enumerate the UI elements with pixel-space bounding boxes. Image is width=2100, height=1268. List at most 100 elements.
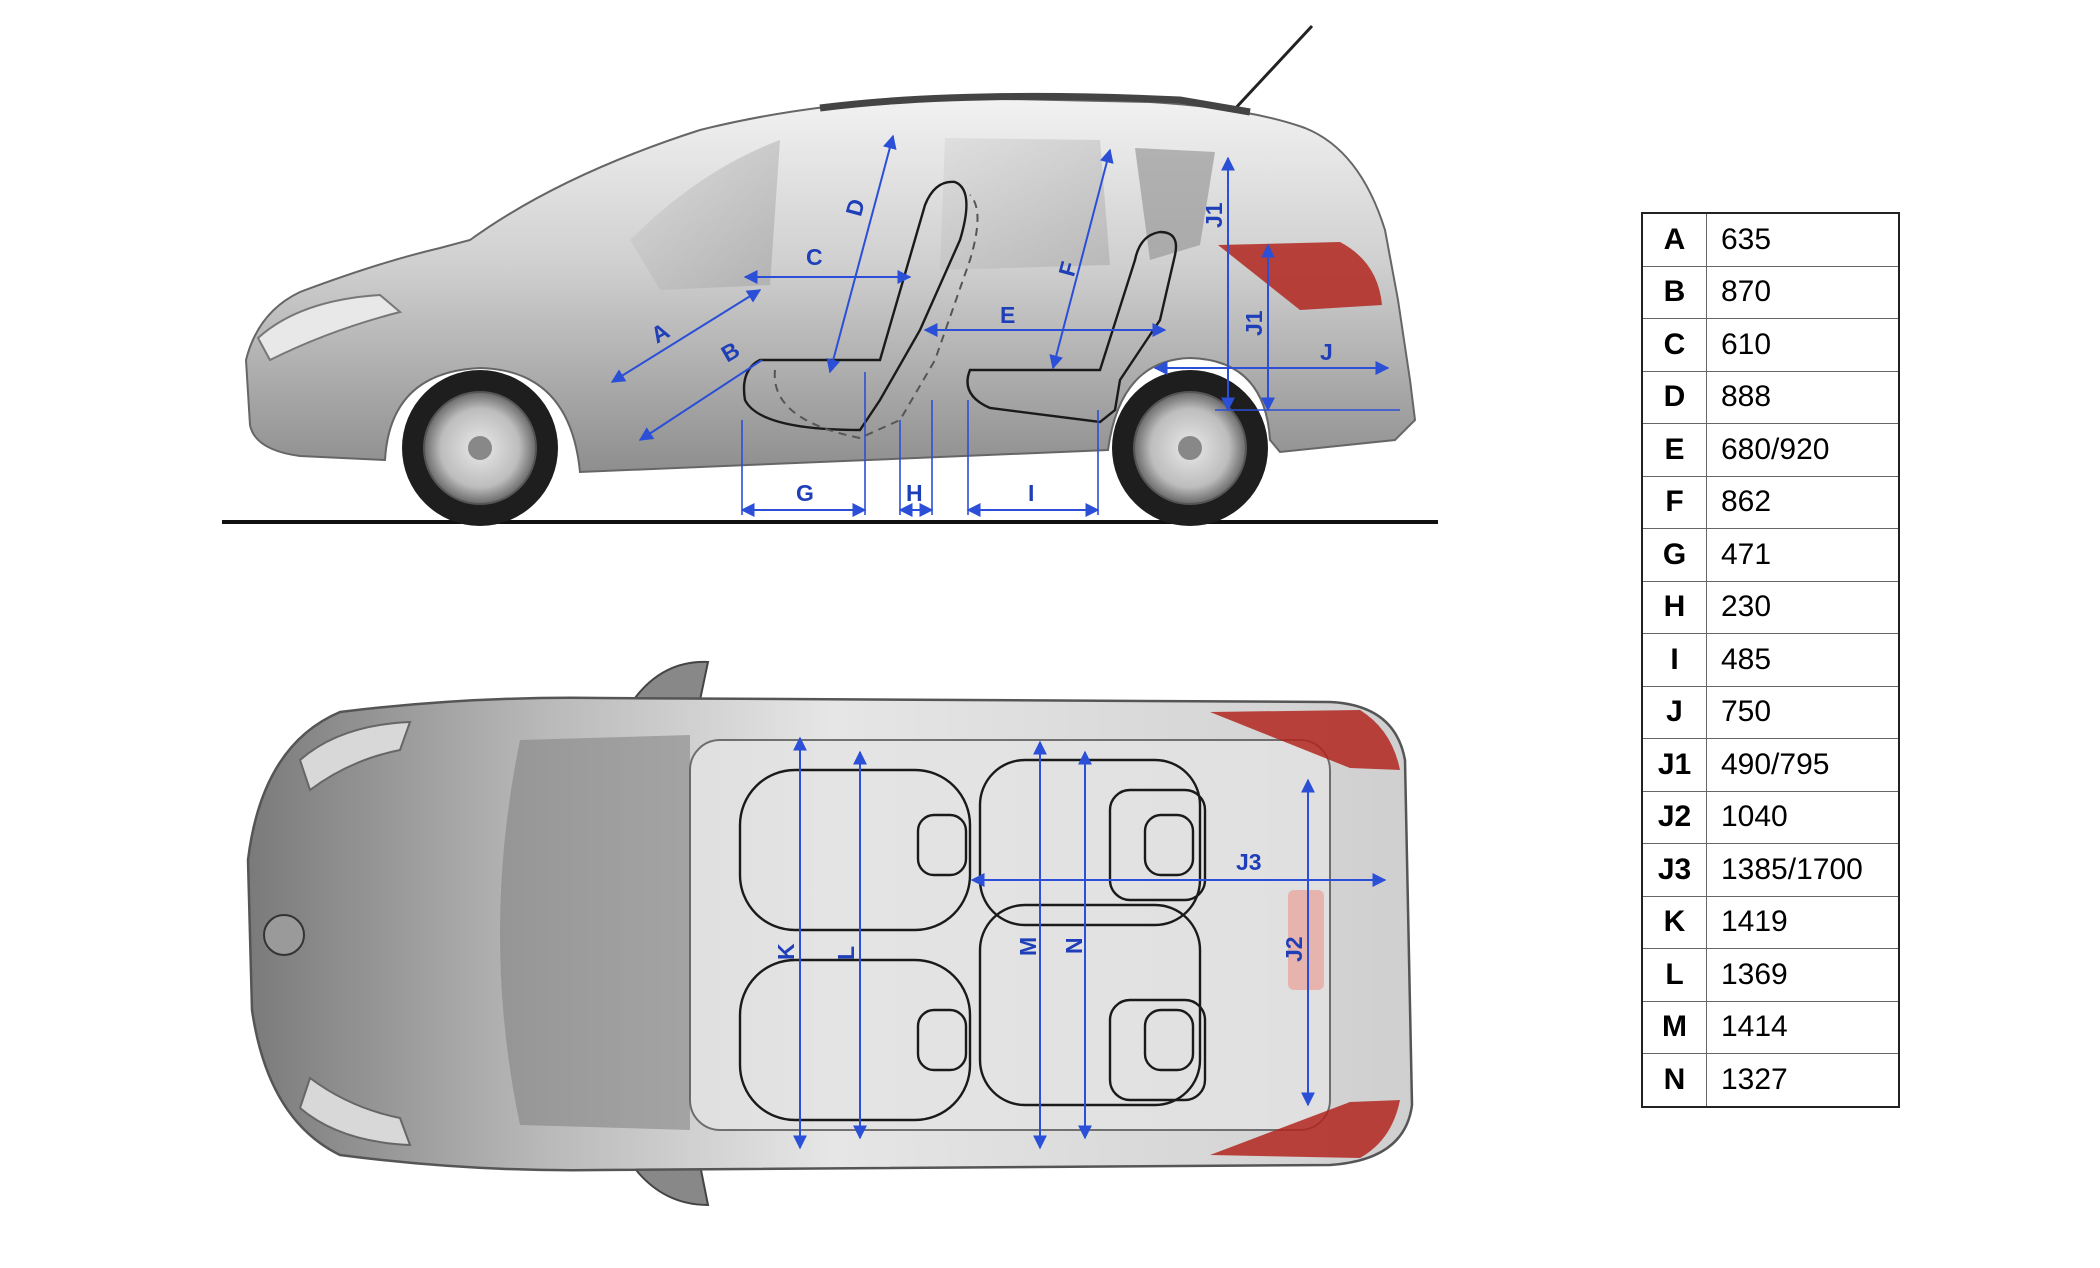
front-wheel xyxy=(402,370,558,526)
dimension-value: 862 xyxy=(1706,475,1900,529)
headrest-front-right xyxy=(916,1008,968,1072)
side-view: A B C D E F G H I J J1 J1 xyxy=(222,24,1438,526)
dimension-code: J2 xyxy=(1641,790,1707,844)
label-j1-rear: J1 xyxy=(1241,310,1267,336)
dimension-value: 471 xyxy=(1706,528,1900,582)
dim-line-f xyxy=(1049,148,1114,370)
dimension-code: L xyxy=(1641,948,1707,1002)
dimension-code: D xyxy=(1641,370,1707,424)
dimension-value: 870 xyxy=(1706,265,1900,319)
windshield xyxy=(500,735,690,1130)
dimension-value: 1385/1700 xyxy=(1706,843,1900,897)
label-d: D xyxy=(840,196,869,219)
dimension-value: 1327 xyxy=(1706,1053,1900,1107)
dimension-code: K xyxy=(1641,895,1707,949)
label-j3: J3 xyxy=(1236,849,1262,875)
dimension-code: G xyxy=(1641,528,1707,582)
label-j2: J2 xyxy=(1281,936,1307,962)
brand-logo-icon xyxy=(263,914,305,956)
rear-wheel xyxy=(1112,370,1268,526)
mirror-bottom xyxy=(628,1160,710,1207)
dimension-value: 485 xyxy=(1706,633,1900,687)
dimension-value: 680/920 xyxy=(1706,423,1900,477)
label-j1-front: J1 xyxy=(1201,202,1227,228)
front-window xyxy=(630,140,780,290)
label-c: C xyxy=(806,244,823,270)
dimension-code: J xyxy=(1641,685,1707,739)
dim-line-d xyxy=(826,134,897,374)
front-seat-outline xyxy=(742,180,968,432)
antenna xyxy=(1230,24,1314,114)
label-g: G xyxy=(796,480,814,506)
label-k: K xyxy=(773,943,799,960)
dimension-value: 230 xyxy=(1706,580,1900,634)
dimension-code: A xyxy=(1641,212,1707,267)
dimension-code: I xyxy=(1641,633,1707,687)
side-headlight xyxy=(256,293,403,362)
dim-line-b xyxy=(638,359,763,441)
dimension-code: H xyxy=(1641,580,1707,634)
top-headlight-lower xyxy=(298,1076,412,1147)
label-f: F xyxy=(1053,259,1082,279)
dimension-code: J3 xyxy=(1641,843,1707,897)
dimension-value: 888 xyxy=(1706,370,1900,424)
top-taillight-upper xyxy=(1210,710,1400,770)
dimension-value: 1414 xyxy=(1706,1000,1900,1054)
label-m: M xyxy=(1015,937,1041,956)
label-n: N xyxy=(1061,937,1087,954)
seat-rear-center-low xyxy=(1108,998,1207,1102)
dimension-value: 635 xyxy=(1706,212,1900,267)
dimension-code: E xyxy=(1641,423,1707,477)
roof-rail xyxy=(819,92,1251,116)
roof-panel xyxy=(689,739,1331,1131)
dimension-value: 490/795 xyxy=(1706,738,1900,792)
label-e: E xyxy=(1000,302,1015,328)
label-l: L xyxy=(833,946,859,960)
dimension-value: 1419 xyxy=(1706,895,1900,949)
dimension-value: 610 xyxy=(1706,318,1900,372)
dimension-value: 1040 xyxy=(1706,790,1900,844)
dimension-value: 1369 xyxy=(1706,948,1900,1002)
seat-rear-center xyxy=(1108,788,1207,902)
front-seat-dashed xyxy=(773,194,979,440)
mirror-top xyxy=(628,660,710,707)
label-j: J xyxy=(1320,339,1333,365)
dimension-code: N xyxy=(1641,1053,1707,1107)
dimension-code: C xyxy=(1641,318,1707,372)
top-view: K L M N J3 J2 xyxy=(246,660,1414,1207)
dimension-code: M xyxy=(1641,1000,1707,1054)
dimension-value: 750 xyxy=(1706,685,1900,739)
dimension-code: B xyxy=(1641,265,1707,319)
side-taillight xyxy=(1218,242,1382,310)
label-h: H xyxy=(906,480,923,506)
label-i: I xyxy=(1028,480,1034,506)
dim-line-a xyxy=(610,289,762,383)
headrest-front-left xyxy=(916,813,968,877)
top-taillight-lower xyxy=(1210,1100,1400,1158)
top-headlight-upper xyxy=(298,720,412,792)
rear-seat-outline xyxy=(966,230,1178,424)
dimension-code: F xyxy=(1641,475,1707,529)
headrest-rear-right xyxy=(1143,1008,1195,1072)
dimension-code: J1 xyxy=(1641,738,1707,792)
